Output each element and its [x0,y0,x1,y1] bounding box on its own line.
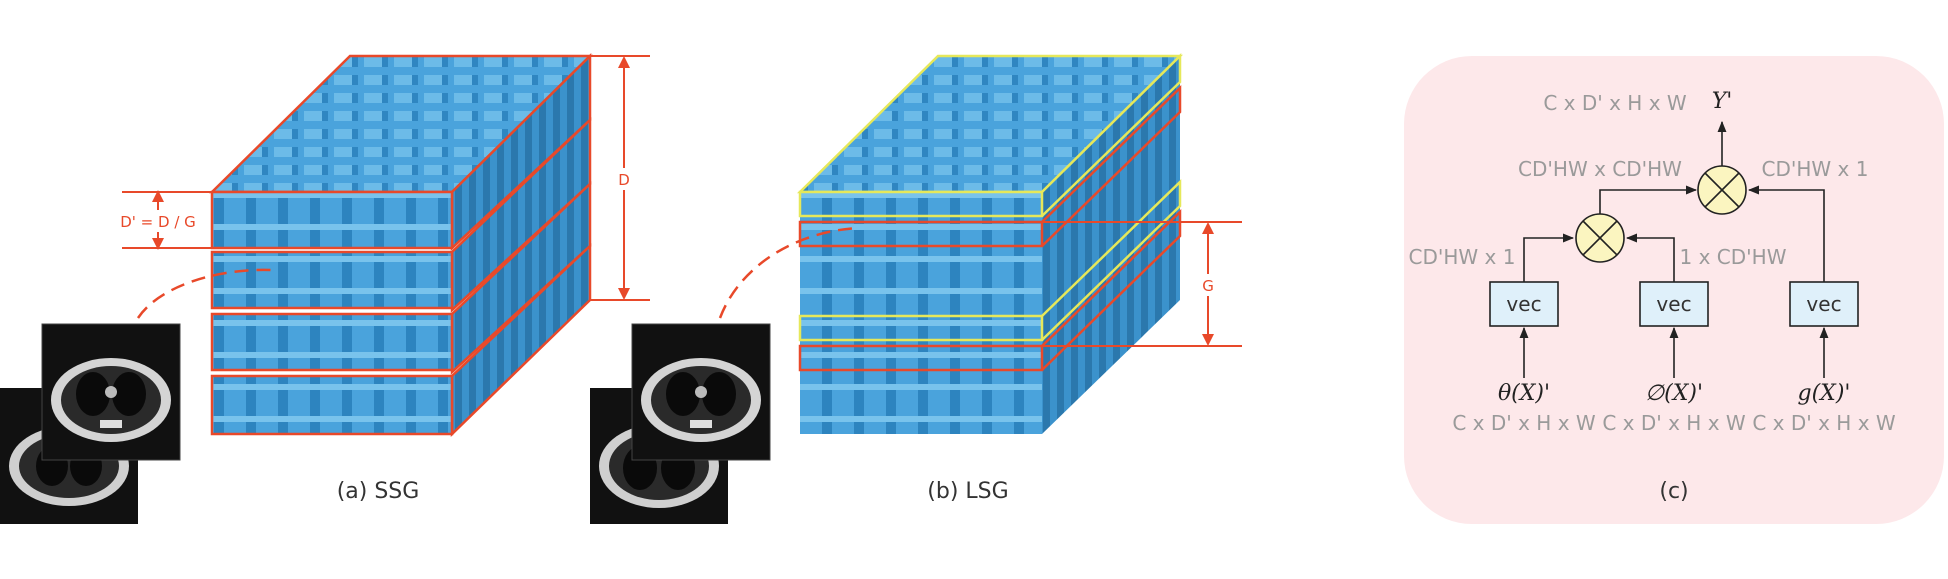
slab-group-3 [210,181,592,375]
panel-a-ssg: D D' = D / G (a) SSG [0,53,650,524]
dimension-g-label: G [1202,277,1214,295]
yellow-slice-bottom [798,179,1182,342]
matmul-node-1 [1575,213,1625,263]
output-shape: C x D' x H x W [1543,91,1687,115]
ct-scan-images [590,323,771,524]
dimension-d: D [590,55,650,301]
vec-box-theta-label: vec [1506,292,1541,316]
panel-c-attention: Y' C x D' x H x W [1404,56,1944,524]
input-theta-symbol: θ(X)' [1498,381,1550,406]
vec-mid-shape: 1 x CD'HW [1680,245,1787,269]
slice-connector [136,268,273,319]
red-slice-bottom [798,209,1182,372]
input-phi-symbol: ∅(X)' [1645,381,1703,406]
yellow-slice-top [798,53,1182,218]
slab-group-1 [210,53,592,251]
slab-group-2 [210,117,592,313]
dimension-d-label: D [618,171,630,189]
vec-box-g-label: vec [1806,292,1841,316]
volume-side-face [1042,56,1180,434]
input-g-shape: C x D' x H x W [1752,411,1896,435]
dimension-g: G [1042,221,1242,347]
vec-box-phi-label: vec [1656,292,1691,316]
input-g-symbol: g(X)' [1798,381,1851,406]
vec-box-g: vec [1789,281,1859,327]
slab-group-4 [210,243,592,437]
panel-b-lsg: G (b) LSG [590,53,1242,524]
input-theta-shape: C x D' x H x W [1452,411,1596,435]
flow-arrows [1519,120,1829,378]
caption-a: (a) SSG [337,479,420,504]
volume-front-face [800,192,1042,434]
dimension-group-label: D' = D / G [120,213,196,231]
vec-box-theta: vec [1489,281,1559,327]
vec-left-shape: CD'HW x 1 [1409,245,1516,269]
vec-box-phi: vec [1639,281,1709,327]
caption-c: (c) [1659,479,1688,504]
matmul-left-shape: CD'HW x CD'HW [1518,157,1682,181]
matmul-node-2 [1697,165,1747,215]
ct-scan-images [0,323,181,524]
matmul-right-shape: CD'HW x 1 [1762,157,1869,181]
output-symbol: Y' [1712,89,1733,114]
input-phi-shape: C x D' x H x W [1602,411,1746,435]
red-slice-top [798,85,1182,248]
caption-b: (b) LSG [927,479,1008,504]
dimension-group: D' = D / G [120,190,212,250]
